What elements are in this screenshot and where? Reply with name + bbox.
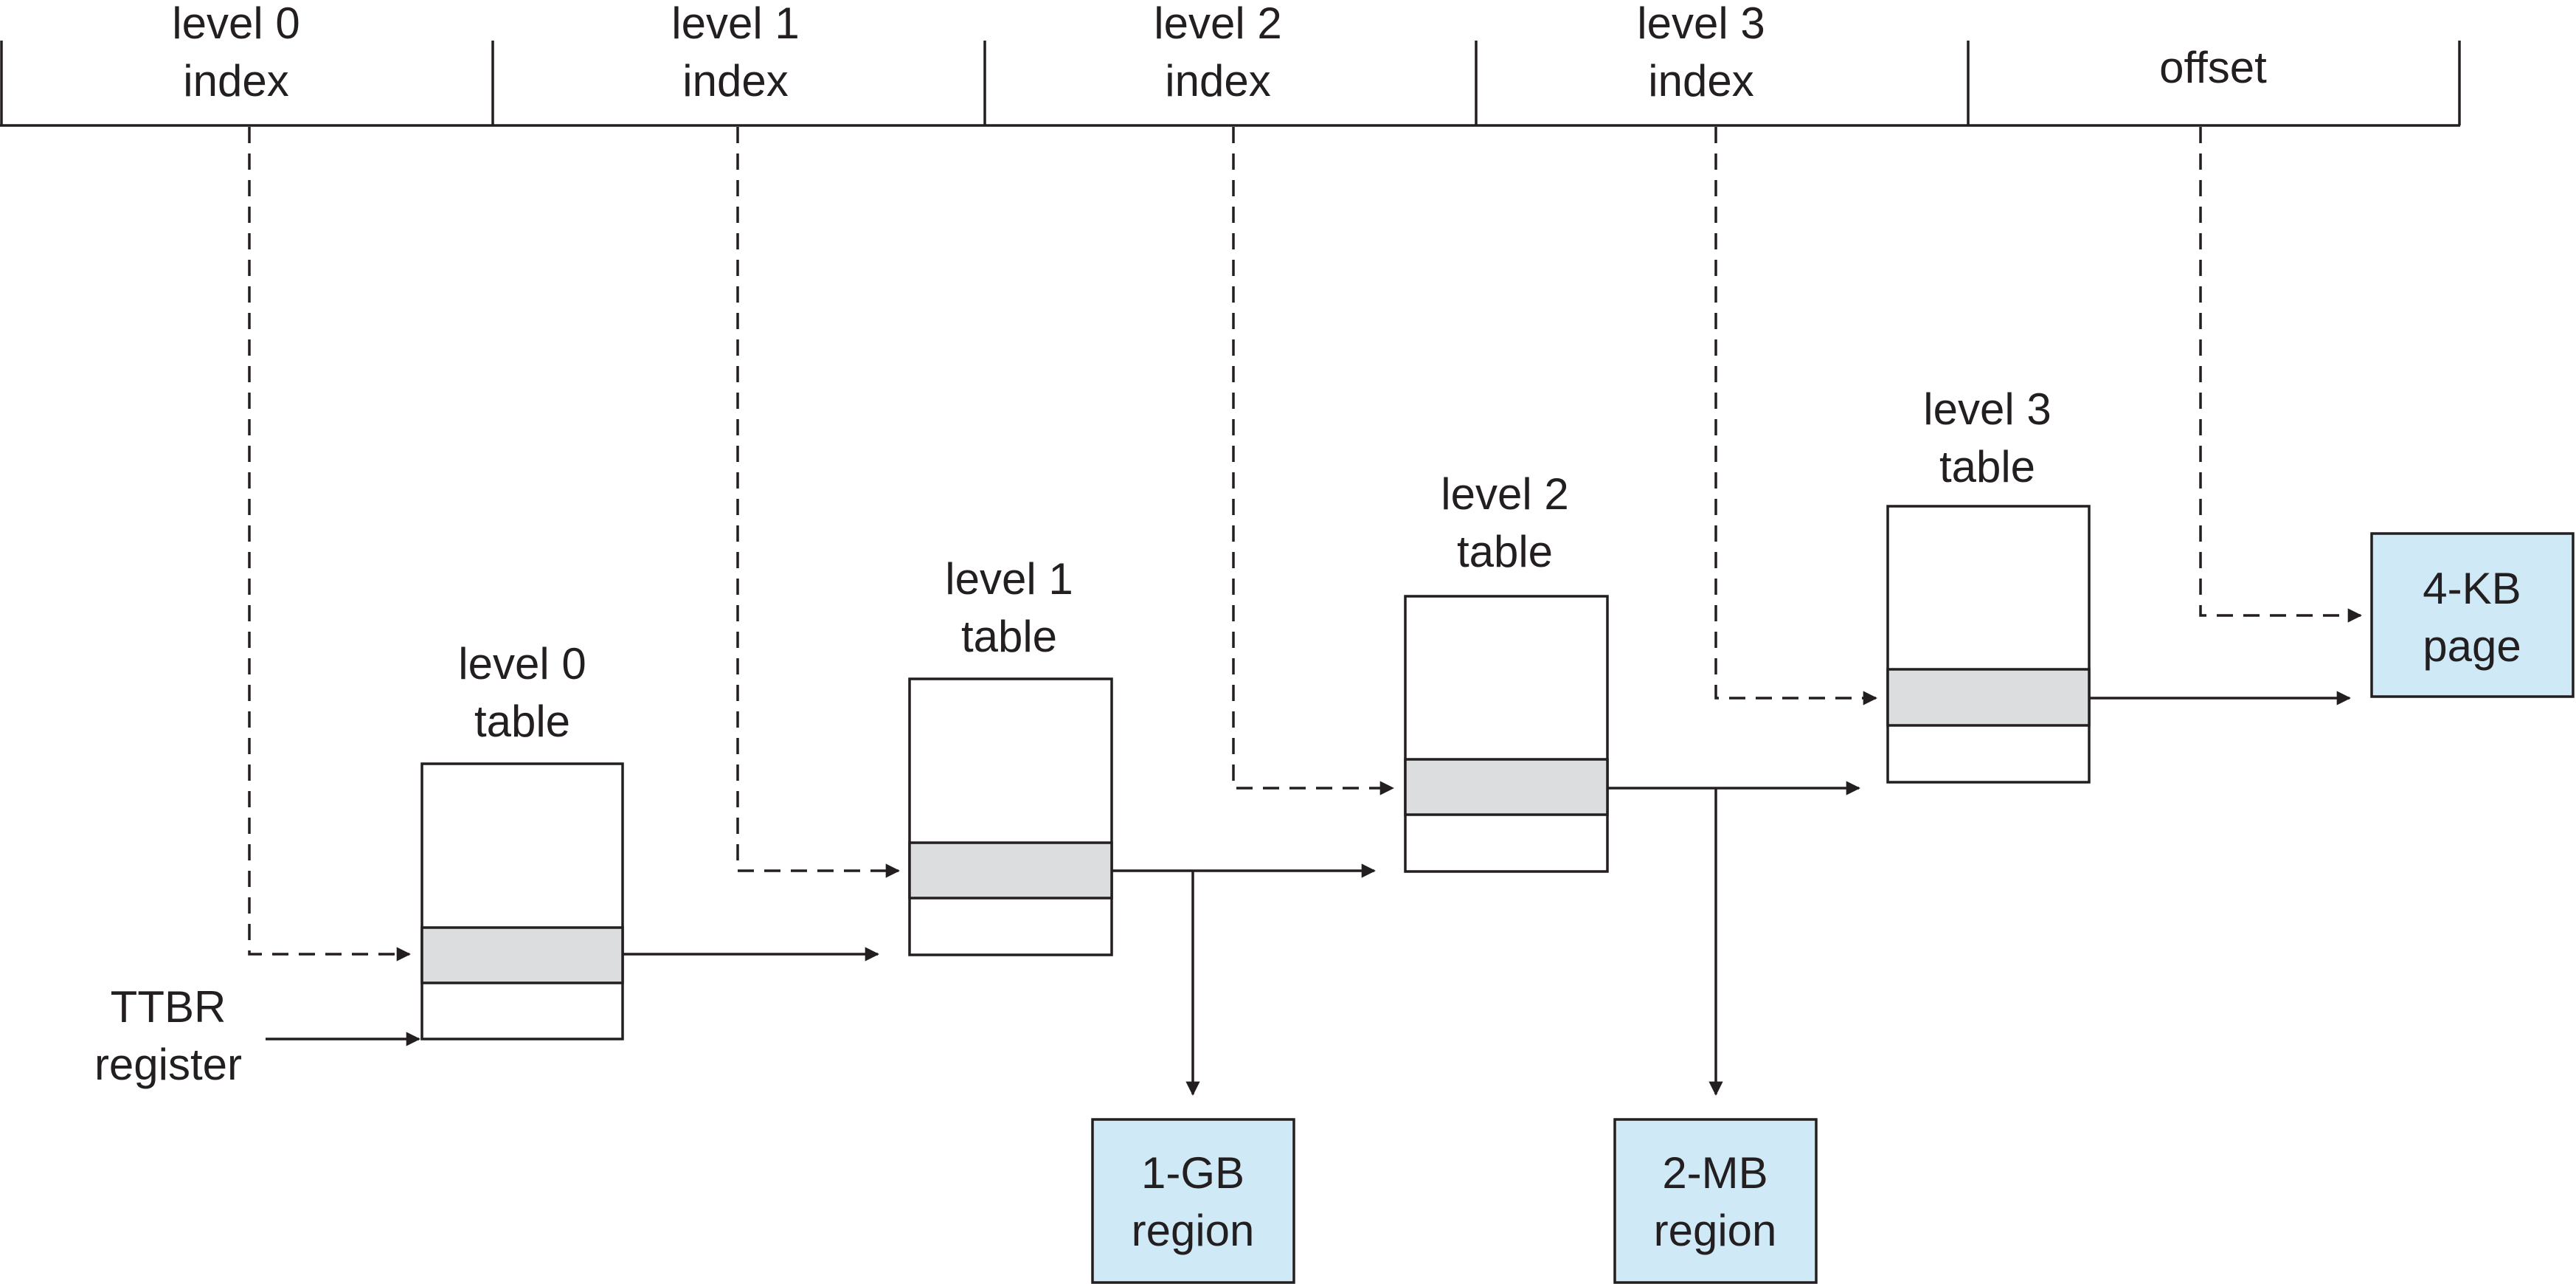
level2-index-label: level 2 — [1154, 0, 1281, 48]
page-4kb-label-line2: page — [2423, 621, 2521, 671]
region-1gb-label-line2: region — [1132, 1206, 1255, 1255]
region-2mb-box — [1613, 1118, 1818, 1284]
level1-table-label-line2: table — [961, 612, 1057, 661]
page-4kb-label: 4-KB — [2423, 564, 2521, 613]
ttbr-register: TTBR register — [94, 982, 420, 1089]
level0-index-label-line2: index — [183, 56, 288, 106]
ttbr-label: TTBR — [111, 982, 226, 1032]
level0-index-arrow — [248, 127, 411, 962]
virtual-address-bar: level 0 index level 1 index level 2 inde… — [0, 0, 2461, 127]
page-4kb-box — [2370, 532, 2575, 698]
level0-table-entry — [420, 926, 624, 984]
level3-table-box — [1886, 505, 2091, 784]
level0-table-label: level 0 — [458, 639, 586, 688]
region-2mb-label-line2: region — [1654, 1206, 1777, 1255]
offset-label: offset — [2159, 43, 2267, 92]
level3-index-arrow — [1714, 127, 1877, 705]
level1-index-arrow — [736, 127, 900, 878]
level1-index-label-line2: index — [682, 56, 788, 106]
level2-index-arrow — [1232, 127, 1394, 795]
level3-table-label: level 3 — [1923, 384, 2051, 434]
level2-table-box — [1404, 595, 1609, 873]
level2-table: level 2 table — [1404, 469, 1609, 873]
walk-arrows — [623, 691, 2351, 1096]
region-1gb: 1-GB region — [1091, 1118, 1295, 1284]
region-1gb-label: 1-GB — [1141, 1148, 1244, 1198]
level2-table-entry — [1404, 758, 1609, 816]
index-arrows — [248, 127, 2362, 962]
region-2mb-label: 2-MB — [1662, 1148, 1767, 1198]
level3-table: level 3 table — [1886, 384, 2091, 784]
level3-index-label: level 3 — [1637, 0, 1765, 48]
page-4kb: 4-KB page — [2370, 532, 2575, 698]
level3-index-label-line2: index — [1648, 56, 1753, 106]
level1-table: level 1 table — [908, 554, 1113, 956]
level0-table-label-line2: table — [474, 697, 570, 746]
level3-table-entry — [1886, 668, 2091, 727]
level2-index-label-line2: index — [1165, 56, 1270, 106]
level1-index-label: level 1 — [671, 0, 799, 48]
level1-table-entry — [908, 841, 1113, 900]
level0-table: level 0 table — [420, 639, 624, 1040]
level0-table-box — [420, 762, 624, 1040]
ttbr-label-line2: register — [94, 1040, 242, 1089]
level1-table-box — [908, 677, 1113, 956]
offset-arrow — [2199, 127, 2362, 623]
level1-table-label: level 1 — [945, 554, 1073, 604]
level0-index-label: level 0 — [172, 0, 300, 48]
level3-table-label-line2: table — [1939, 442, 2035, 491]
level2-table-label: level 2 — [1441, 469, 1568, 519]
region-2mb: 2-MB region — [1613, 1118, 1818, 1284]
region-1gb-box — [1091, 1118, 1295, 1284]
level2-table-label-line2: table — [1457, 527, 1553, 576]
